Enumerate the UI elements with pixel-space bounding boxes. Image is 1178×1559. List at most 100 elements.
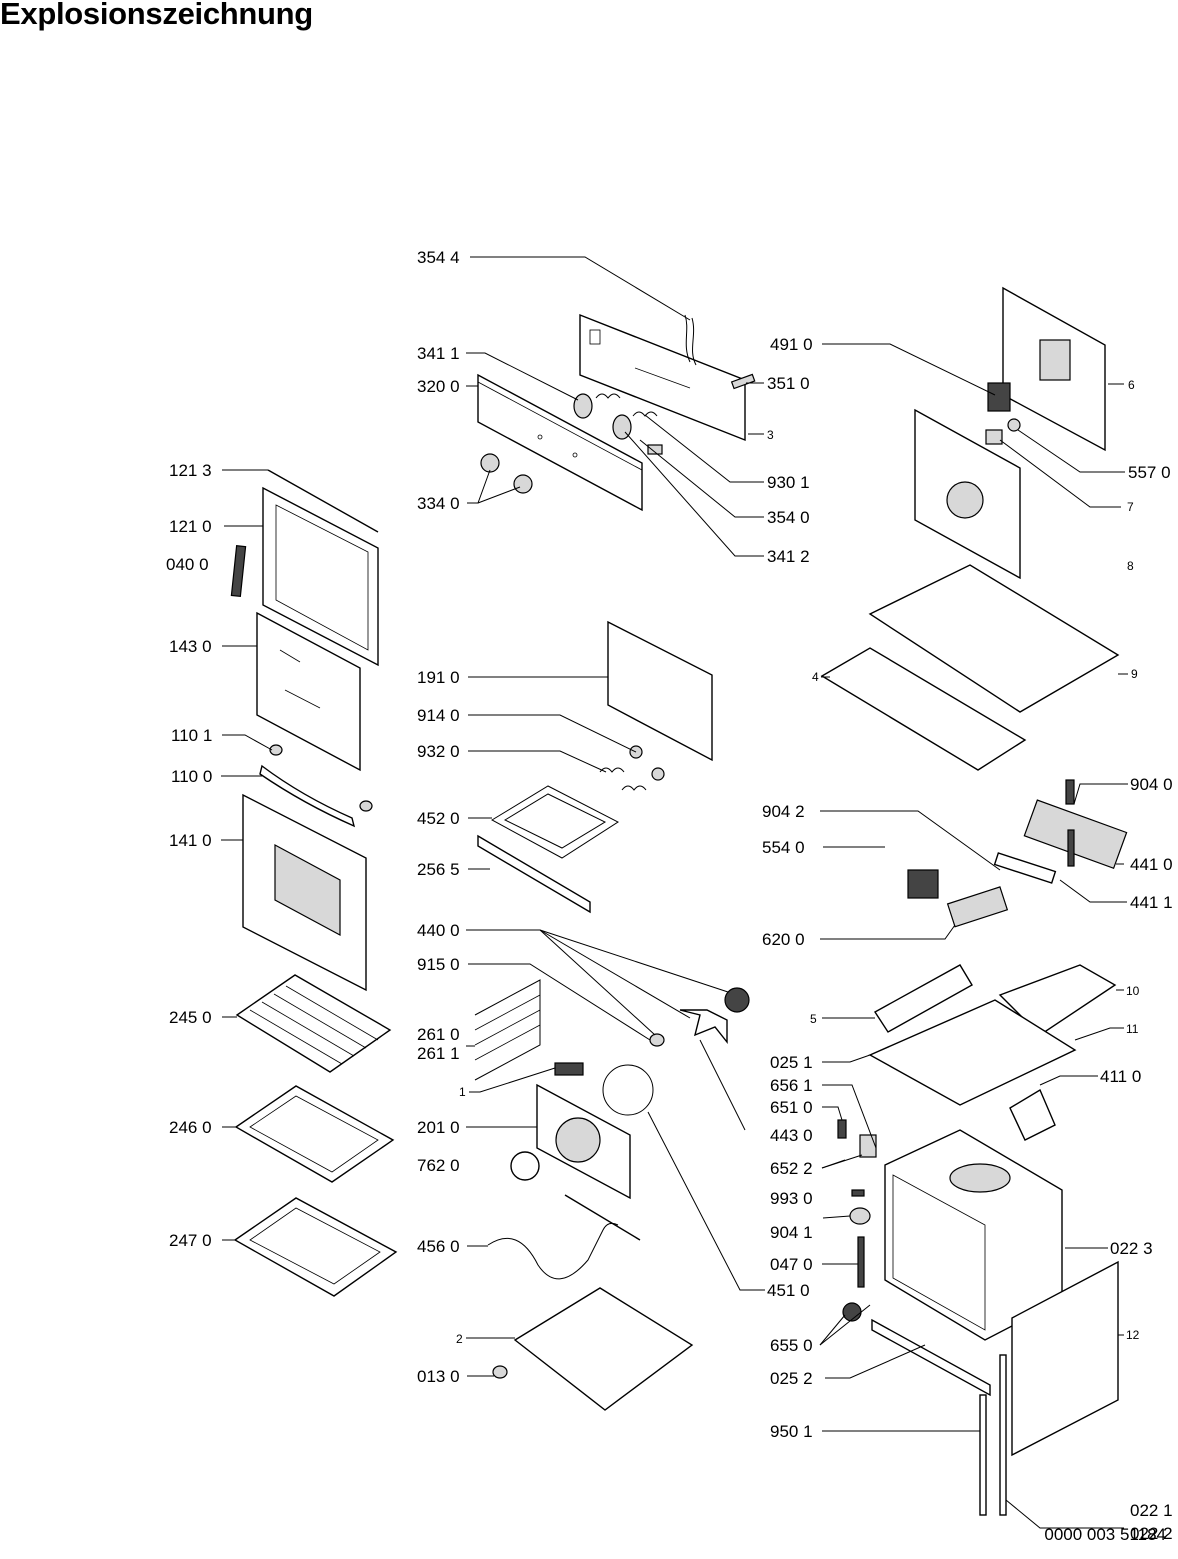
label-950-1: 950 1 [770, 1422, 813, 1441]
label-441-1: 441 1 [1130, 893, 1173, 912]
label-121-3: 121 3 [169, 461, 212, 480]
label-022-2: 022 2 [1130, 1524, 1173, 1543]
part-rear-wall [914, 408, 1021, 580]
label-932-0: 932 0 [417, 742, 460, 761]
label-3: 3 [767, 428, 774, 442]
part-side-trim [999, 1354, 1007, 1516]
part-oven-cavity [884, 1129, 1063, 1341]
page-title: Explosionszeichnung [0, 0, 313, 31]
label-993-0: 993 0 [770, 1189, 813, 1208]
part-outer-door [242, 793, 367, 992]
part-pressure-switch [842, 1302, 862, 1322]
part-control-panel-front [477, 373, 643, 512]
label-110-1: 110 1 [171, 726, 212, 745]
label-8: 8 [1127, 559, 1134, 573]
label-904-2: 904 2 [762, 802, 805, 821]
part-side-panel [1011, 1260, 1119, 1457]
label-9: 9 [1131, 667, 1138, 681]
part-side-racks [474, 979, 541, 1081]
part-bottom-plate [513, 1287, 694, 1411]
part-front-rail [871, 1318, 991, 1397]
document-number: 0000 003 51184 [1044, 1525, 1166, 1544]
label-341-2: 341 2 [767, 547, 810, 566]
label-1: 1 [459, 1085, 466, 1099]
label-11: 11 [1126, 1022, 1139, 1036]
label-5: 5 [810, 1012, 817, 1026]
label-6: 6 [1128, 378, 1135, 392]
label-025-1: 025 1 [770, 1053, 813, 1072]
label-047-0: 047 0 [770, 1255, 813, 1274]
part-wire-rack [235, 974, 392, 1073]
label-456-0: 456 0 [417, 1237, 460, 1256]
label-652-2: 652 2 [770, 1159, 813, 1178]
label-245-0: 245 0 [169, 1008, 212, 1027]
part-top-cover [868, 564, 1120, 713]
label-557-0: 557 0 [1128, 463, 1171, 482]
label-022-1: 022 1 [1130, 1501, 1173, 1520]
part-door-glass [256, 611, 361, 772]
label-762-0: 762 0 [417, 1156, 460, 1175]
label-12: 12 [1126, 1328, 1140, 1342]
part-door-switch [837, 1119, 847, 1139]
part-baking-tray [234, 1085, 395, 1183]
label-320-0: 320 0 [417, 377, 460, 396]
label-4: 4 [812, 670, 819, 684]
part-lamp-cover [859, 1134, 877, 1158]
part-cable [684, 314, 697, 366]
label-354-0: 354 0 [767, 508, 810, 527]
part-screw [851, 1189, 865, 1197]
label-040-0: 040 0 [166, 555, 209, 574]
part-lamp-socket [1065, 779, 1075, 805]
part-door-handle [259, 764, 356, 828]
part-control-panel-back [579, 313, 746, 442]
part-vertical-strip [979, 1394, 987, 1516]
label-141-0: 141 0 [169, 831, 212, 850]
part-tangential-fan [1023, 799, 1128, 870]
part-grill-bracket [477, 834, 591, 914]
leader-lines [221, 256, 1128, 1529]
label-261-1: 261 1 [417, 1044, 460, 1063]
part-bottom-element [487, 1222, 619, 1280]
part-door-top-rail [267, 469, 379, 533]
label-443-0: 443 0 [770, 1126, 813, 1145]
label-620-0: 620 0 [762, 930, 805, 949]
part-ring-element [602, 1064, 654, 1116]
label-354-4: 354 4 [417, 248, 460, 267]
label-351-0: 351 0 [767, 374, 810, 393]
part-transformer [1009, 1088, 1056, 1141]
label-491-0: 491 0 [770, 335, 813, 354]
label-656-1: 656 1 [770, 1076, 813, 1095]
part-clip [554, 1062, 584, 1076]
label-121-0: 121 0 [169, 517, 212, 536]
part-support-rail [874, 964, 973, 1033]
label-411-0: 411 0 [1100, 1067, 1141, 1086]
label-247-0: 247 0 [169, 1231, 212, 1250]
label-246-0: 246 0 [169, 1118, 212, 1137]
label-452-0: 452 0 [417, 809, 460, 828]
part-terminal-block [946, 886, 1009, 928]
part-relay [907, 869, 939, 899]
label-022-3: 022 3 [1110, 1239, 1153, 1258]
label-10: 10 [1126, 984, 1140, 998]
part-top-plate [820, 647, 1027, 771]
label-904-0: 904 0 [1130, 775, 1173, 794]
label-110-0: 110 0 [171, 767, 212, 786]
label-013-0: 013 0 [417, 1367, 460, 1386]
part-foot [492, 1365, 508, 1379]
label-651-0: 651 0 [770, 1098, 813, 1117]
label-143-0: 143 0 [169, 637, 212, 656]
part-labels: 354 4 341 1 320 0 351 0 3 334 0 930 1 35… [166, 248, 1173, 1543]
label-904-1: 904 1 [770, 1223, 813, 1242]
label-441-0: 441 0 [1130, 855, 1173, 874]
label-7: 7 [1127, 500, 1134, 514]
part-grill-element [490, 745, 665, 859]
part-handle-end-cap [269, 744, 283, 756]
label-914-0: 914 0 [417, 706, 460, 725]
label-440-0: 440 0 [417, 921, 460, 940]
part-door-gasket [607, 620, 713, 762]
part-strip [857, 1236, 865, 1288]
label-451-0: 451 0 [767, 1281, 810, 1300]
part-motor-bracket [993, 852, 1057, 884]
part-handle-end-cap-2 [359, 800, 373, 812]
